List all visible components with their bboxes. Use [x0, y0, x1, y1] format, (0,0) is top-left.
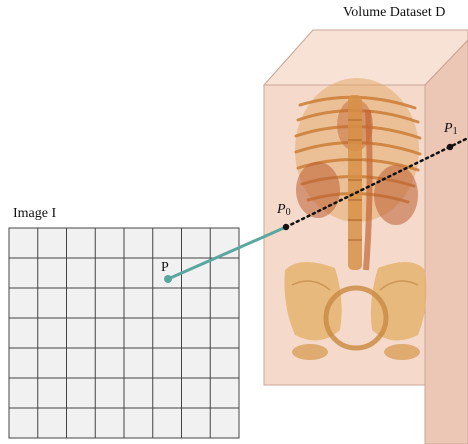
point-p1-label: P1 — [444, 122, 458, 136]
volume-box-side — [425, 40, 468, 444]
point-p-label: P — [161, 261, 169, 275]
point-p1-label-sub: 1 — [453, 126, 458, 137]
volume-dataset-label: Volume Dataset D — [343, 6, 445, 20]
point-p0-label-main: P — [277, 202, 286, 217]
point-p1-label-main: P — [444, 121, 453, 136]
point-p0-marker — [283, 224, 289, 230]
image-grid — [9, 228, 239, 438]
image-label: Image I — [13, 207, 56, 221]
point-p-marker — [164, 275, 172, 283]
point-p0-label: P0 — [277, 203, 291, 217]
point-p0-label-sub: 0 — [286, 207, 291, 218]
point-p1-marker — [447, 144, 453, 150]
